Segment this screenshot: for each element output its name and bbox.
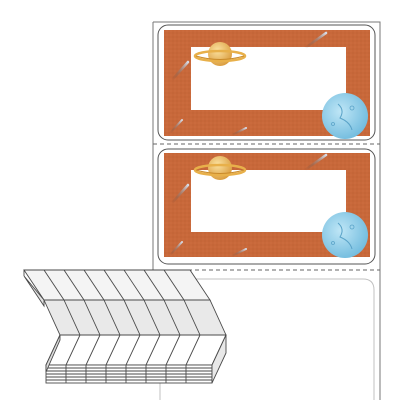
ringed-planet-icon bbox=[193, 156, 247, 180]
fanfold-top-strip bbox=[23, 269, 211, 308]
label-2-writing-area bbox=[191, 170, 346, 232]
comet-icon bbox=[170, 183, 190, 205]
comet-icon bbox=[303, 153, 328, 172]
comet-icon bbox=[170, 60, 190, 82]
comet-icon bbox=[231, 127, 247, 136]
fanfold-stack-icon bbox=[23, 269, 227, 384]
moon-icon bbox=[322, 93, 368, 139]
comet-icon bbox=[169, 241, 183, 256]
comet-icon bbox=[303, 31, 328, 50]
ringed-planet-icon bbox=[193, 42, 247, 66]
fanfold-stack-block bbox=[45, 334, 227, 384]
label-2 bbox=[157, 148, 376, 265]
comet-icon bbox=[169, 119, 183, 134]
fanfold-middle-strip bbox=[43, 299, 227, 336]
label-1 bbox=[157, 24, 376, 141]
comet-icon bbox=[231, 248, 247, 257]
moon-icon bbox=[322, 212, 368, 258]
